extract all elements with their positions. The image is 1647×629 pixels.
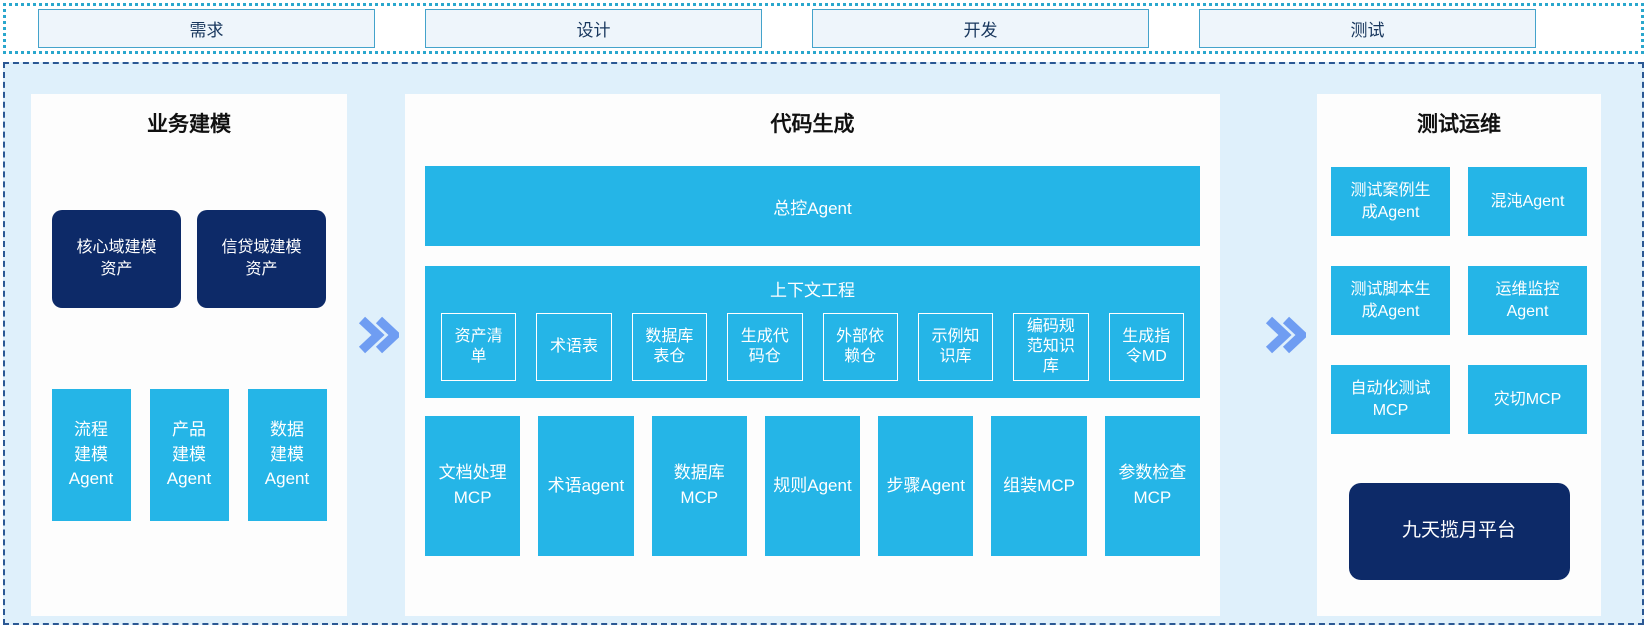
node-asset-list: 资产清 单 [441,313,517,381]
panel-title: 测试运维 [1417,113,1501,136]
context-engineering-block: 上下文工程 资产清 单 术语表 数据库 表仓 生成代 码仓 外部依 赖仓 示例知… [425,266,1200,398]
node-jiutian-lanyue-platform: 九天揽月平台 [1348,483,1570,580]
node-example-knowledge-base: 示例知 识库 [917,313,994,381]
panel-business-modeling: 业务建模 核心域建模 资产 信贷域建模 资产 流程 建模 Agent 产品 建模… [31,94,347,616]
node-glossary-agent: 术语agent [538,416,634,556]
node-test-case-gen-agent: 测试案例生 成Agent [1331,167,1450,236]
node-product-modeling-agent: 产品 建模 Agent [149,389,229,521]
node-assembly-mcp: 组装MCP [991,416,1087,556]
node-external-deps-repo: 外部依 赖仓 [822,313,898,381]
test-ops-row: 测试案例生 成Agent 混沌Agent [1331,167,1587,236]
context-engineering-title: 上下文工程 [770,281,855,300]
master-agent-label: 总控Agent [773,198,852,218]
node-coding-standard-kb: 编码规 范知识 库 [1013,313,1089,381]
phase-bar: 需求 设计 开发 测试 [3,3,1644,54]
phase-label: 需求 [189,21,224,40]
node-ops-monitoring-agent: 运维监控 Agent [1468,266,1587,335]
panel-test-ops: 测试运维 测试案例生 成Agent 混沌Agent 测试脚本生 成Agent 运… [1317,94,1601,616]
phase-label: 开发 [963,21,998,40]
panel-title: 业务建模 [147,113,231,136]
node-credit-domain-assets: 信贷域建模 资产 [197,210,326,308]
node-step-agent: 步骤Agent [878,416,974,556]
node-test-script-gen-agent: 测试脚本生 成Agent [1331,266,1450,335]
phase-label: 设计 [576,21,611,40]
main-container: 业务建模 核心域建模 资产 信贷域建模 资产 流程 建模 Agent 产品 建模… [3,62,1644,625]
node-rule-agent: 规则Agent [764,416,861,556]
mcp-agent-row: 文档处理 MCP 术语agent 数据库 MCP 规则Agent 步骤Agent… [405,416,1220,556]
node-disaster-switch-mcp: 灾切MCP [1468,365,1587,434]
node-process-modeling-agent: 流程 建模 Agent [51,389,131,521]
node-param-check-mcp: 参数检查 MCP [1104,416,1200,556]
node-database-mcp: 数据库 MCP [651,416,747,556]
phase-box-design: 设计 [425,9,762,48]
node-master-agent: 总控Agent [425,166,1200,246]
test-ops-row: 自动化测试 MCP 灾切MCP [1331,365,1587,434]
node-core-domain-assets: 核心域建模 资产 [52,210,181,308]
context-items-row: 资产清 单 术语表 数据库 表仓 生成代 码仓 外部依 赖仓 示例知 识库 编码… [425,313,1200,381]
double-chevron-right-icon [357,314,402,356]
test-ops-grid: 测试案例生 成Agent 混沌Agent 测试脚本生 成Agent 运维监控 A… [1317,167,1601,434]
test-ops-row: 测试脚本生 成Agent 运维监控 Agent [1331,266,1587,335]
phase-label: 测试 [1350,21,1385,40]
node-chaos-agent: 混沌Agent [1468,167,1587,236]
phase-box-requirements: 需求 [38,9,375,48]
double-chevron-right-icon [1264,314,1309,356]
phase-box-development: 开发 [812,9,1149,48]
node-generated-code-repo: 生成代 码仓 [727,313,803,381]
node-doc-processing-mcp: 文档处理 MCP [425,416,521,556]
asset-row: 核心域建模 资产 信贷域建模 资产 [31,210,347,308]
node-gen-instruction-md: 生成指 令MD [1108,313,1184,381]
panel-code-generation: 代码生成 总控Agent 上下文工程 资产清 单 术语表 数据库 表仓 生成代 … [405,94,1220,616]
node-data-modeling-agent: 数据 建模 Agent [247,389,327,521]
panel-title: 代码生成 [770,113,855,136]
phase-box-testing: 测试 [1199,9,1536,48]
node-glossary: 术语表 [536,313,612,381]
modeling-agent-row: 流程 建模 Agent 产品 建模 Agent 数据 建模 Agent [31,389,347,521]
node-db-table-repo: 数据库 表仓 [631,313,708,381]
node-automated-test-mcp: 自动化测试 MCP [1331,365,1450,434]
